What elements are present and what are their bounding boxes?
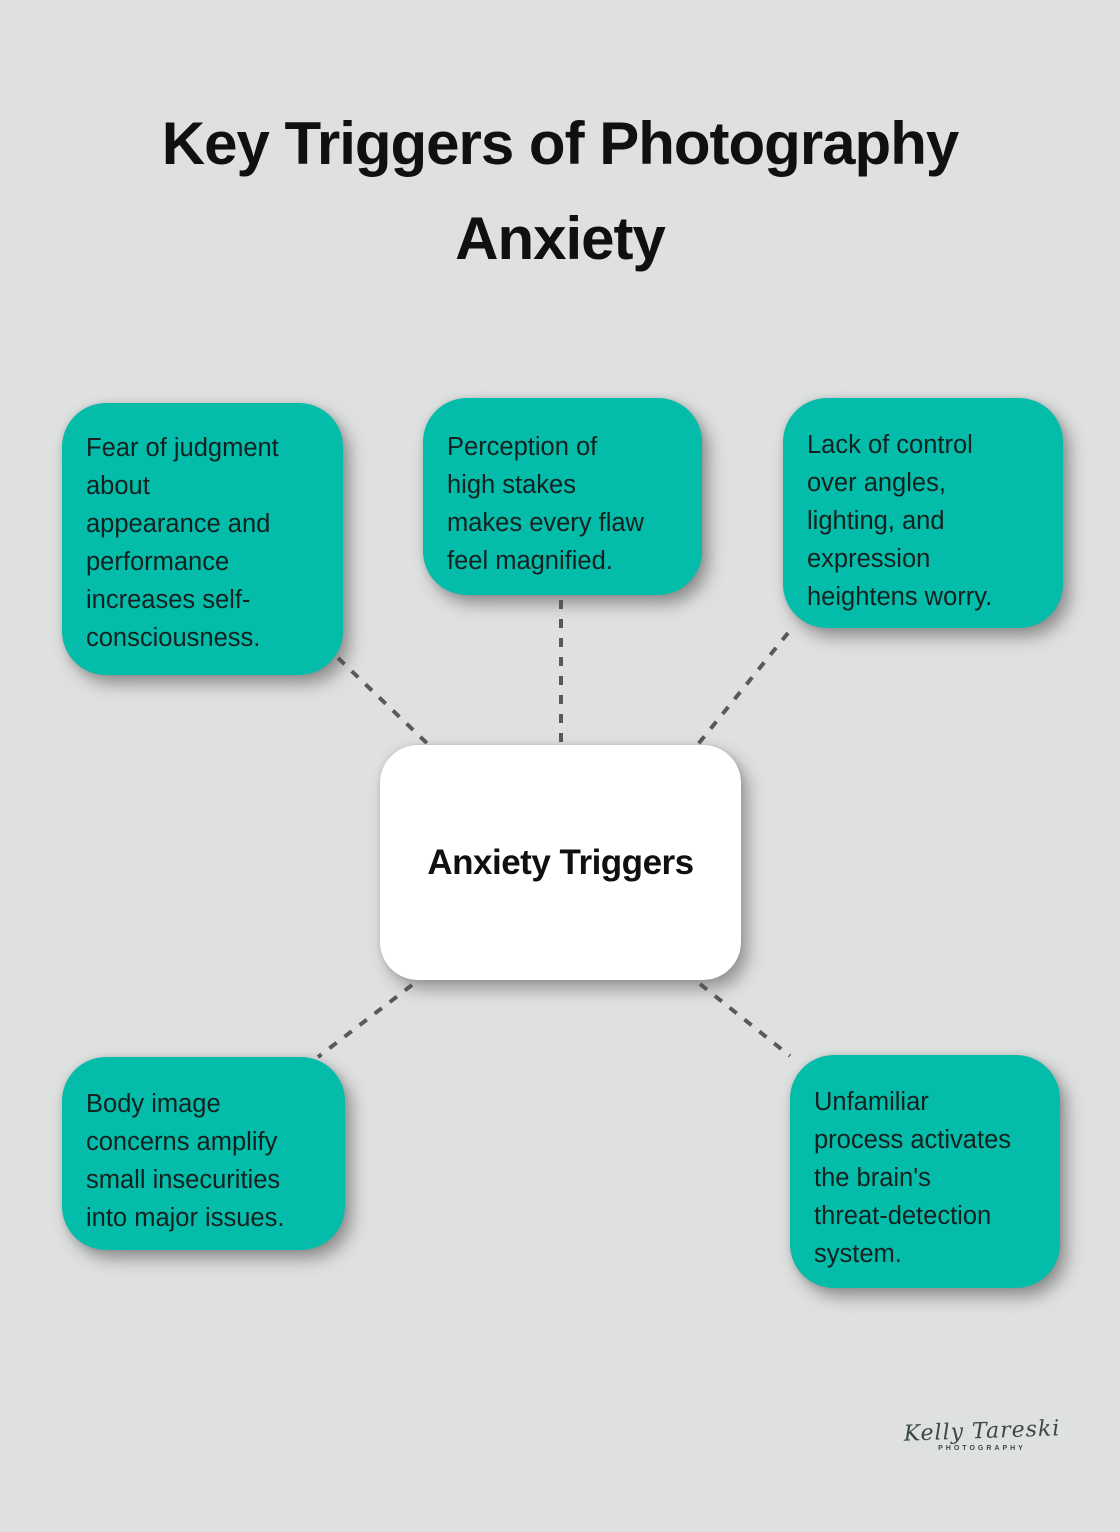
brand-signature: Kelly Tareski PHOTOGRAPHY <box>892 1416 1072 1452</box>
signature-name: Kelly Tareski <box>903 1416 1061 1447</box>
signature-subtitle: PHOTOGRAPHY <box>938 1445 1026 1452</box>
connector-bottom-left <box>316 983 414 1059</box>
center-node-label: Anxiety Triggers <box>427 842 694 882</box>
trigger-node-high-stakes: Perception of high stakes makes every fl… <box>423 398 702 595</box>
trigger-node-body-image: Body image concerns amplify small insecu… <box>62 1057 345 1250</box>
trigger-node-fear-of-judgment: Fear of judgment about appearance and pe… <box>62 403 343 675</box>
page-title: Key Triggers of Photography Anxiety <box>161 110 959 272</box>
center-node-anxiety-triggers: Anxiety Triggers <box>380 745 741 980</box>
connector-top-right <box>693 631 790 750</box>
connector-bottom-right <box>698 982 792 1058</box>
trigger-node-lack-of-control: Lack of control over angles, lighting, a… <box>783 398 1063 628</box>
trigger-text: Perception of high stakes makes every fl… <box>447 433 644 575</box>
connector-top-left <box>336 656 434 750</box>
trigger-node-unfamiliar-process: Unfamiliar process activates the brain's… <box>790 1055 1060 1288</box>
trigger-text: Body image concerns amplify small insecu… <box>86 1090 285 1232</box>
trigger-text: Fear of judgment about appearance and pe… <box>86 434 279 652</box>
trigger-text: Unfamiliar process activates the brain's… <box>814 1088 1012 1268</box>
trigger-text: Lack of control over angles, lighting, a… <box>807 431 993 611</box>
